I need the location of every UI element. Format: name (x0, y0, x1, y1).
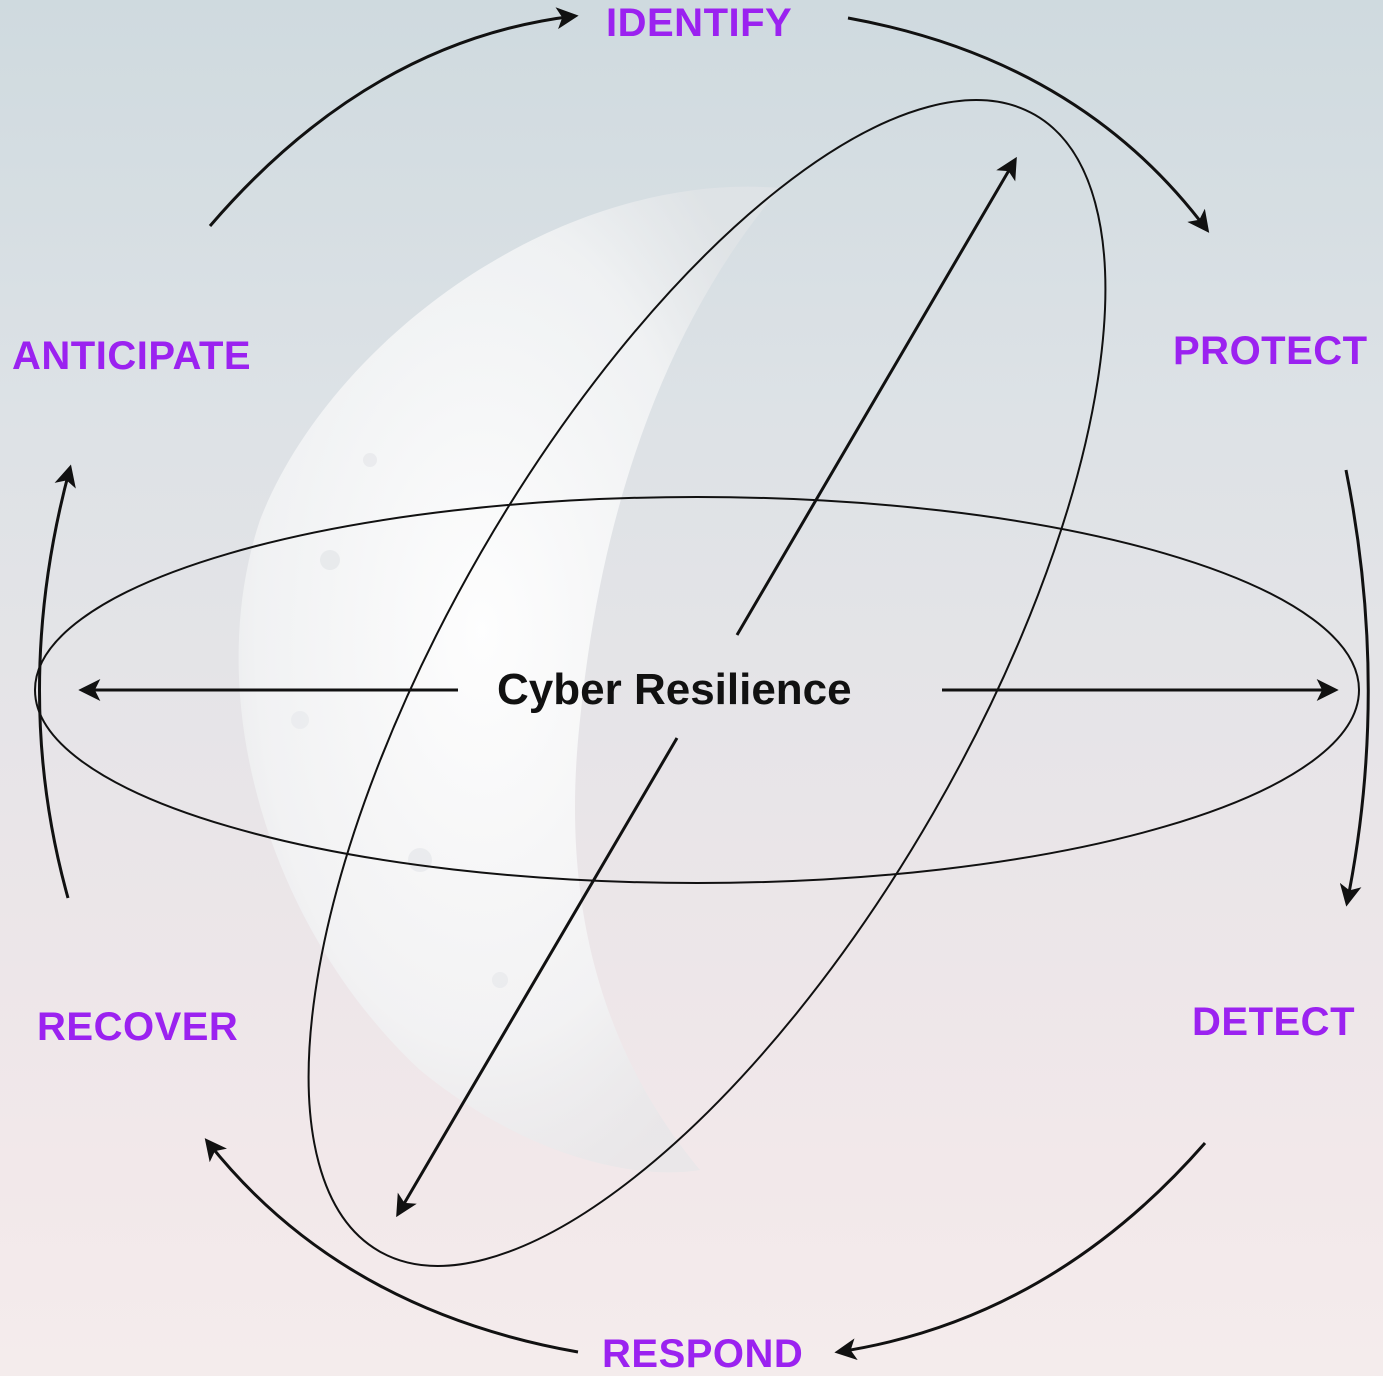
phase-label-recover: RECOVER (37, 1005, 239, 1049)
phase-label-detect: DETECT (1192, 1000, 1355, 1044)
arrow-recover-to-anticipate (38, 464, 76, 899)
moon-image (238, 186, 780, 1173)
arrow-protect-to-detect (1339, 469, 1370, 907)
arrow-respond-to-recover (204, 1138, 579, 1354)
phase-label-protect: PROTECT (1173, 329, 1368, 373)
phase-label-identify: IDENTIFY (606, 1, 793, 45)
arrow-anticipate-to-identify (208, 7, 579, 227)
phase-label-anticipate: ANTICIPATE (12, 334, 252, 378)
tilted-orbit-ellipse (307, 99, 1107, 1267)
arrow-detect-to-respond (834, 1142, 1207, 1361)
horizontal-orbit-ellipse (34, 496, 1360, 884)
axis-arrow-lower-left (396, 737, 679, 1218)
arrow-identify-to-protect (847, 16, 1210, 233)
phase-label-respond: RESPOND (602, 1332, 804, 1376)
axis-arrow-upper-right (735, 156, 1017, 636)
center-title: Cyber Resilience (497, 665, 852, 714)
